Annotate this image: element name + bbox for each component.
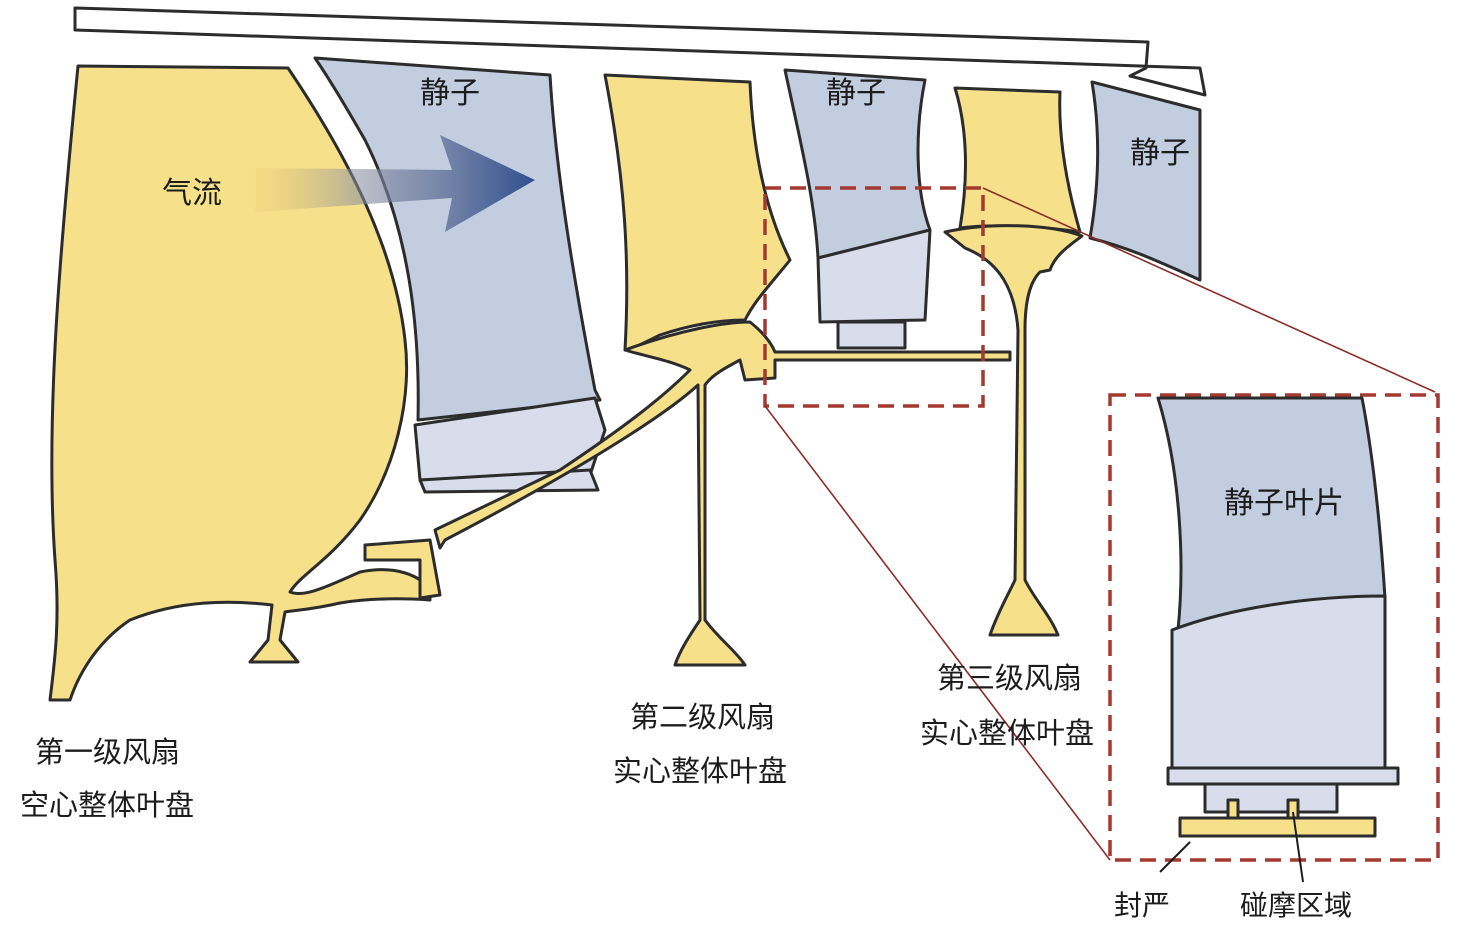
fan-stage3-disk	[943, 224, 1084, 637]
fan-stage1-seal-arm	[363, 538, 442, 600]
detail-rotor-seal	[1178, 816, 1377, 838]
fan-stage3-label-line1: 第三级风扇	[937, 661, 1082, 695]
stator-1-vane	[313, 56, 602, 422]
fan-stage1-label-line1: 第一级风扇	[35, 735, 180, 769]
detail-seal-land	[1203, 782, 1339, 814]
stator-2-label: 静子	[826, 76, 886, 111]
rub-zone-pointer	[1292, 811, 1304, 883]
fan-stage3-blade	[953, 86, 1082, 234]
outer-casing	[73, 6, 1207, 97]
seal-label: 封严	[1114, 889, 1170, 922]
airflow-arrow	[255, 135, 535, 232]
fan-stage1-blisk	[48, 64, 432, 702]
fan-stage2-disk	[433, 320, 1012, 667]
stator-2-shroud	[816, 228, 932, 324]
fan-stage1-label-line2: 空心整体叶盘	[20, 788, 194, 822]
stator-3-vane	[1088, 80, 1202, 282]
detail-stator-shroud	[1170, 594, 1387, 770]
stator-blade-label: 静子叶片	[1224, 486, 1344, 521]
stator-1-label: 静子	[420, 76, 480, 111]
rub-zone-label: 碰摩区域	[1240, 889, 1352, 922]
fan-stage2-label-line1: 第二级风扇	[630, 700, 775, 734]
leader-line-top	[982, 187, 1436, 393]
stator-2-seal-land	[836, 320, 907, 350]
fan-stage2-blade	[603, 73, 792, 352]
highlight-box-enlarged	[1108, 393, 1440, 862]
highlight-box-small	[763, 186, 985, 408]
fan-stage3-label-line2: 实心整体叶盘	[920, 716, 1094, 750]
detail-seal-tooth-1	[1226, 798, 1240, 820]
airflow-label: 气流	[162, 176, 222, 211]
detail-shroud-base	[1166, 766, 1400, 786]
leader-line-bottom	[764, 405, 1111, 861]
fan-stage2-label-line2: 实心整体叶盘	[613, 754, 787, 788]
seal-pointer	[1159, 841, 1191, 873]
stator-3-label: 静子	[1130, 136, 1190, 171]
